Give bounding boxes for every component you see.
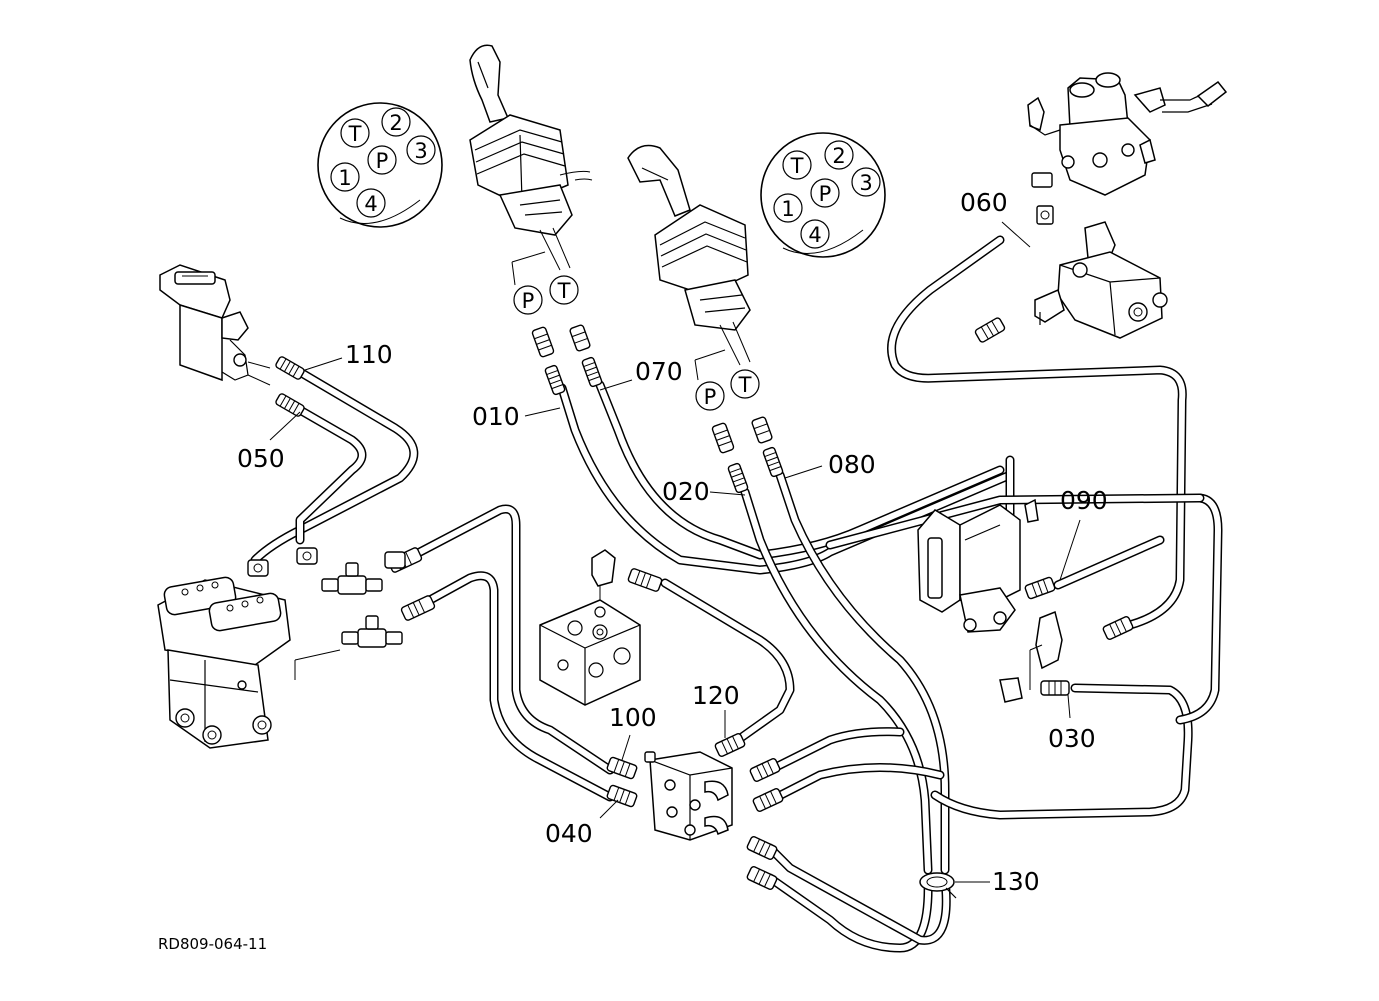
callout-040: 040: [545, 819, 593, 848]
port-pin-2: 2: [832, 144, 845, 168]
joystick-port-markers: P T P T: [513, 275, 760, 411]
callout-090: 090: [1060, 486, 1108, 515]
callout-030: 030: [1048, 724, 1096, 753]
callout-010: 010: [472, 402, 520, 431]
hose-routing: [250, 235, 1223, 953]
port-pin-p: P: [376, 149, 389, 173]
right-port-p-label: P: [704, 385, 717, 409]
port-pin-1: 1: [338, 166, 351, 190]
port-pin-t: T: [348, 122, 362, 146]
diverter-valve: [644, 751, 733, 841]
left-pilot-valve: [159, 264, 271, 386]
right-port-t-label: T: [738, 373, 752, 397]
callout-060: 060: [960, 188, 1008, 217]
upper-right-valve-assembly: [1027, 72, 1228, 196]
hose-fittings: [275, 172, 1134, 890]
left-port-p-label: P: [522, 289, 535, 313]
port-pin-4: 4: [808, 223, 821, 247]
left-joystick: [469, 44, 593, 286]
callout-labels: 110 050 010 070 020 080 090 060 030 100 …: [237, 188, 1108, 896]
callout-050: 050: [237, 444, 285, 473]
tee-fittings: [247, 547, 406, 648]
middle-right-valve: [1034, 221, 1168, 339]
callout-110: 110: [345, 340, 393, 369]
port-pin-p: P: [819, 182, 832, 206]
callout-100: 100: [609, 703, 657, 732]
port-pin-1: 1: [781, 197, 794, 221]
callout-070: 070: [635, 357, 683, 386]
right-joystick: [627, 144, 751, 381]
left-port-t-label: T: [557, 279, 571, 303]
port-pin-t: T: [790, 154, 804, 178]
port-pin-3: 3: [859, 171, 872, 195]
port-pin-3: 3: [414, 139, 427, 163]
port-pin-2: 2: [389, 111, 402, 135]
leader-lines: [269, 221, 1081, 883]
callout-020: 020: [662, 477, 710, 506]
callout-130: 130: [992, 867, 1040, 896]
port-diagram-right: T 2 3 P 1 4: [760, 132, 886, 258]
callout-120: 120: [692, 681, 740, 710]
hose-clamp: [919, 872, 957, 899]
manifold-block: [539, 549, 641, 706]
callout-080: 080: [828, 450, 876, 479]
right-solenoid-valve: [917, 498, 1063, 703]
port-pin-4: 4: [364, 192, 377, 216]
left-control-valve-assembly: [157, 576, 341, 749]
drawing-code: RD809-064-11: [158, 935, 267, 953]
port-diagram-left: T 2 3 P 1 4: [317, 102, 443, 228]
